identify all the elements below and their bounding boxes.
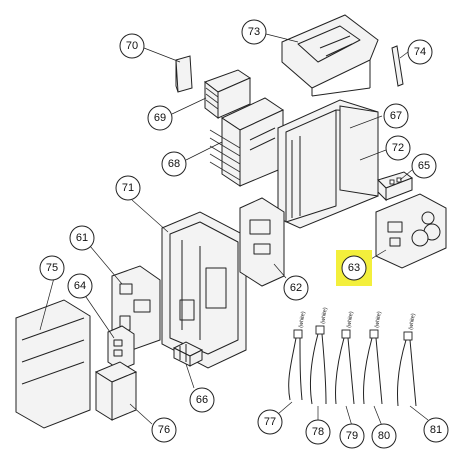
- svg-text:62: 62: [290, 282, 302, 294]
- callout-76: 76: [151, 417, 177, 443]
- svg-text:65: 65: [418, 160, 430, 172]
- svg-text:75: 75: [46, 262, 58, 274]
- wire-label-80: (white): [374, 311, 383, 328]
- callout-75: 75: [39, 255, 65, 281]
- svg-text:77: 77: [264, 416, 276, 428]
- svg-text:81: 81: [430, 424, 442, 436]
- svg-text:74: 74: [414, 46, 426, 58]
- callout-72: 72: [385, 135, 411, 161]
- callout-70: 70: [119, 33, 145, 59]
- svg-text:78: 78: [312, 426, 324, 438]
- svg-text:80: 80: [378, 430, 390, 442]
- callout-81: 81: [423, 417, 449, 443]
- svg-text:73: 73: [248, 26, 260, 38]
- callout-67: 67: [383, 103, 409, 129]
- callout-69: 69: [147, 105, 173, 131]
- callout-77: 77: [257, 409, 283, 435]
- wire-label-79: (white): [346, 311, 355, 328]
- svg-text:63: 63: [348, 262, 360, 274]
- callout-66: 66: [189, 387, 215, 413]
- callouts: 70 69 68 73 74 67 72 65 63 71 62 61 64 7…: [39, 19, 449, 449]
- part-63-pcb-board: [375, 193, 447, 269]
- callout-61: 61: [69, 225, 95, 251]
- part-68-large-heatsink: [209, 97, 285, 187]
- wire-label-81: (white): [408, 313, 417, 330]
- connector-81: [403, 331, 413, 341]
- part-75-back-plate: [15, 299, 91, 429]
- part-72-side-panel: [339, 105, 379, 197]
- part-73-top-cover: [281, 14, 379, 97]
- part-64-small-module: [107, 325, 135, 371]
- svg-text:71: 71: [122, 182, 134, 194]
- svg-text:79: 79: [346, 430, 358, 442]
- wire-label-78: (white): [320, 307, 329, 324]
- callout-68: 68: [161, 151, 187, 177]
- callout-74: 74: [407, 39, 433, 65]
- callout-65: 65: [411, 153, 437, 179]
- wire-labels: (white) (white) (white) (white) (white): [298, 307, 417, 330]
- callout-62: 62: [283, 275, 309, 301]
- connector-78: [315, 325, 325, 335]
- part-70-bracket: [175, 55, 193, 93]
- svg-text:64: 64: [74, 280, 86, 292]
- leader-lines: [39, 33, 429, 427]
- svg-text:68: 68: [168, 158, 180, 170]
- connector-80: [369, 329, 379, 339]
- svg-text:69: 69: [154, 112, 166, 124]
- part-65-terminal-block: [377, 171, 414, 202]
- connector-79: [341, 329, 351, 339]
- part-62-control-board: [239, 197, 285, 287]
- wire-harness-group: [288, 325, 417, 407]
- callout-80: 80: [371, 423, 397, 449]
- callout-79: 79: [339, 423, 365, 449]
- svg-text:67: 67: [390, 110, 402, 122]
- svg-text:61: 61: [76, 232, 88, 244]
- part-71-chassis: [161, 211, 247, 369]
- part-66-terminal-block: [172, 341, 204, 367]
- callout-73: 73: [241, 19, 267, 45]
- callout-64: 64: [67, 273, 93, 299]
- svg-text:70: 70: [126, 40, 138, 52]
- wire-label-77: (white): [298, 311, 307, 328]
- callout-78: 78: [305, 419, 331, 445]
- part-69-small-heatsink: [203, 69, 252, 120]
- svg-text:76: 76: [158, 424, 170, 436]
- callout-63: 63: [341, 255, 367, 281]
- connector-77: [293, 329, 303, 339]
- part-76-box: [94, 361, 138, 421]
- svg-text:72: 72: [392, 142, 404, 154]
- svg-text:66: 66: [196, 394, 208, 406]
- part-74-rod: [391, 45, 404, 87]
- callout-71: 71: [115, 175, 141, 201]
